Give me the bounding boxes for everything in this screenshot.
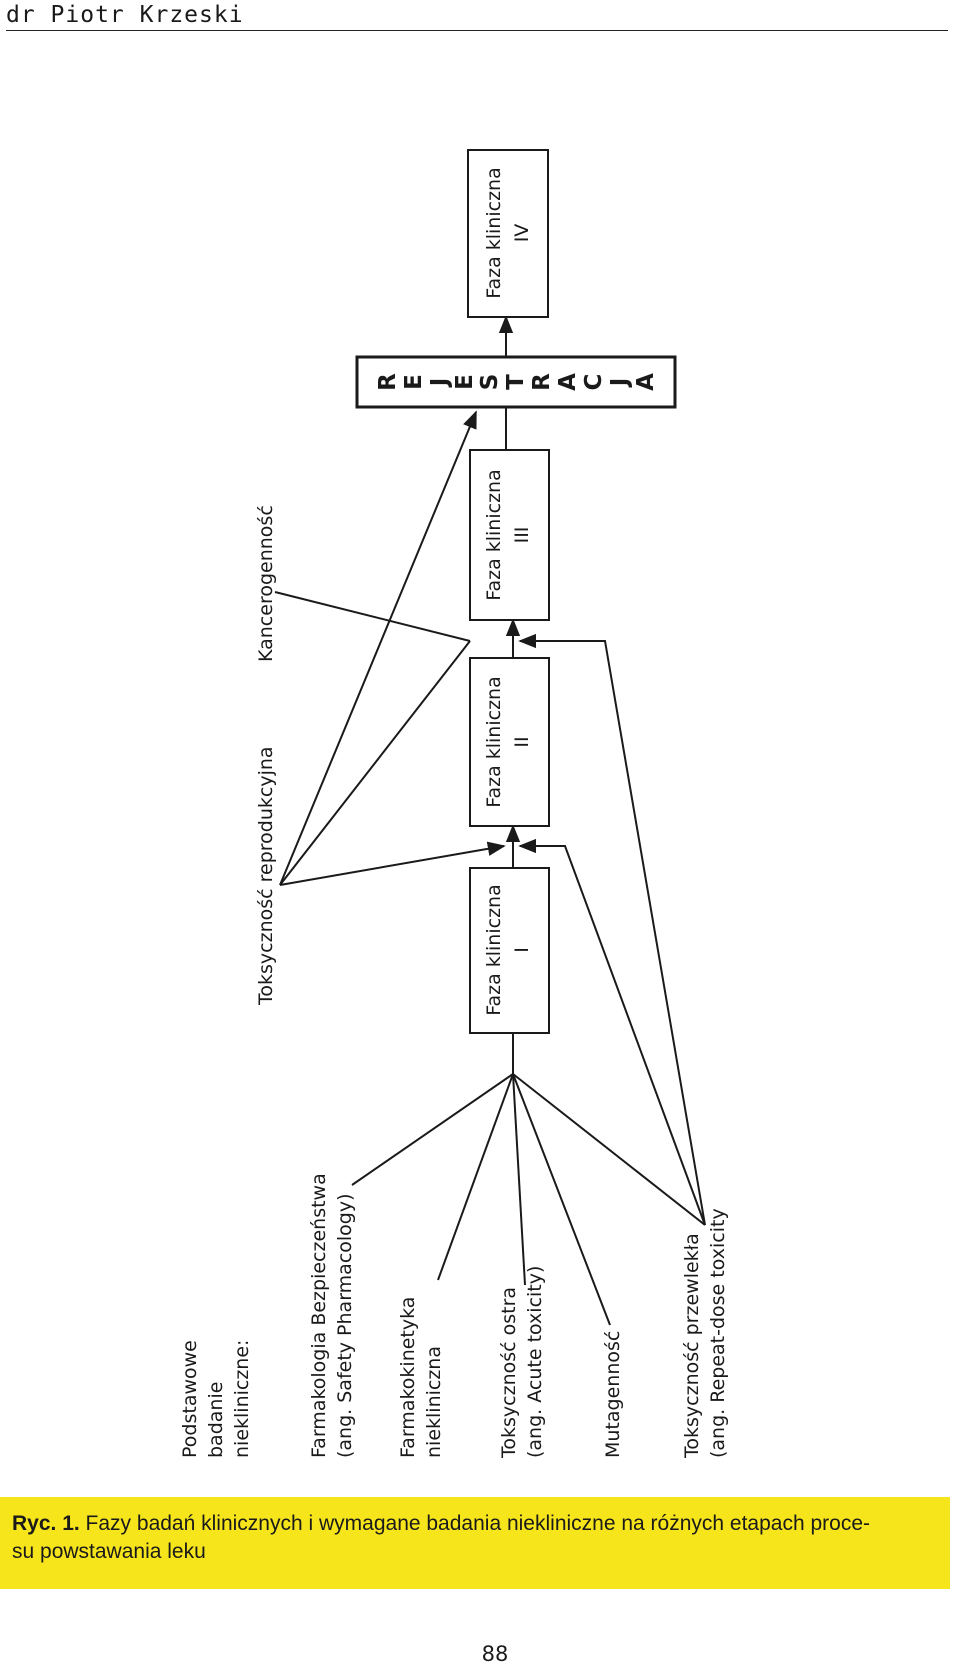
registration-letter: A (555, 373, 581, 391)
study-line: Toksyczność przewlekła (681, 1233, 703, 1459)
study-line: (ang. Acute toxicity) (524, 1266, 546, 1458)
connector-pk-to-hub (437, 1073, 514, 1281)
connector-acute-to-hub (512, 1073, 526, 1286)
preclinical-heading: Podstawowe badanie niekliniczne: (179, 1340, 253, 1458)
phase1-number: I (511, 947, 533, 953)
phase3-box (469, 449, 550, 621)
study-line: Toksyczność ostra (498, 1287, 520, 1459)
registration-letter: A (633, 373, 659, 391)
registration-letter: J (427, 378, 453, 389)
study-pharmacokinetics: Farmakokinetyka niekliniczna (397, 1297, 445, 1458)
study-line: Mutagenność (602, 1331, 624, 1458)
connector-lines (274, 315, 706, 1326)
heading-line: badanie (205, 1382, 227, 1458)
phase4-number: IV (511, 224, 533, 243)
figure-caption: Ryc. 1. Fazy badań klinicznych i wymagan… (0, 1497, 950, 1589)
caption-label: Ryc. 1. (12, 1512, 80, 1535)
phase3-title: Faza kliniczna (483, 469, 505, 600)
connector-reproductive-to-registration (279, 410, 477, 886)
header-author: dr Piotr Krzeski (6, 2, 244, 28)
connector-safety-to-hub (351, 1073, 514, 1186)
study-line: (ang. Repeat-dose toxicity (707, 1208, 729, 1458)
phase2-number: II (511, 736, 533, 747)
phase2-title: Faza kliniczna (483, 676, 505, 807)
connector-mutagen-to-hub (512, 1073, 611, 1326)
study-mutagenicity: Mutagenność (602, 1331, 624, 1458)
connector-chronic-to-phase3 (518, 633, 706, 1226)
registration-letter: T (503, 374, 529, 390)
study-line: Farmakokinetyka (397, 1297, 419, 1458)
phase4-title: Faza kliniczna (483, 167, 505, 298)
registration-letter: R (375, 373, 401, 391)
registration-letter: E (452, 374, 478, 390)
registration-letter: R (529, 373, 555, 391)
phase4-label: Faza kliniczna IV (483, 167, 533, 298)
connector-chronic-to-hub (512, 1073, 706, 1226)
registration-letter: S (477, 374, 503, 391)
carcinogenicity-label: Kancerogenność (255, 505, 277, 662)
study-acute-toxicity: Toksyczność ostra (ang. Acute toxicity) (498, 1266, 546, 1459)
registration-label: R E J E S T R A C J A (375, 373, 659, 391)
caption-text-continued: su powstawania leku (12, 1540, 206, 1563)
phase1-label: Faza kliniczna I (483, 884, 533, 1015)
phase3-label: Faza kliniczna III (483, 469, 533, 600)
heading-line: Podstawowe (179, 1340, 201, 1458)
header-rule (6, 30, 948, 31)
phase2-label: Faza kliniczna II (483, 676, 533, 807)
study-safety-pharmacology: Farmakologia Bezpieczeństwa (ang. Safety… (308, 1173, 356, 1458)
connector-chronic-to-phase2 (518, 838, 706, 1226)
flow-diagram: R E J E S T R A C J A Faza kliniczna I F… (179, 149, 729, 1459)
connector-reproductive-to-phase3 (279, 640, 471, 886)
phase4-box (467, 149, 549, 318)
connector-carcinogenicity-to-phase3 (274, 591, 471, 642)
study-line: niekliniczna (423, 1346, 445, 1458)
phase3-number: III (511, 527, 533, 544)
registration-letter: E (401, 374, 427, 390)
connector-reproductive-to-phase2 (279, 841, 506, 886)
registration-letter: J (607, 378, 633, 389)
heading-line: niekliniczne: (231, 1340, 253, 1458)
page-number: 88 (481, 1642, 509, 1666)
phase1-title: Faza kliniczna (483, 884, 505, 1015)
phase2-box (469, 657, 550, 827)
caption-text: Fazy badań klinicznych i wymagane badani… (79, 1512, 870, 1535)
registration-box (355, 355, 677, 409)
study-line: Farmakologia Bezpieczeństwa (308, 1173, 330, 1458)
study-chronic-toxicity: Toksyczność przewlekła (ang. Repeat-dose… (681, 1208, 729, 1459)
study-line: (ang. Safety Pharmacology) (334, 1193, 356, 1458)
registration-letter: C (581, 374, 607, 391)
phase1-box (469, 867, 550, 1034)
reproductive-toxicity-label: Toksyczność reprodukcyjna (255, 746, 277, 1006)
